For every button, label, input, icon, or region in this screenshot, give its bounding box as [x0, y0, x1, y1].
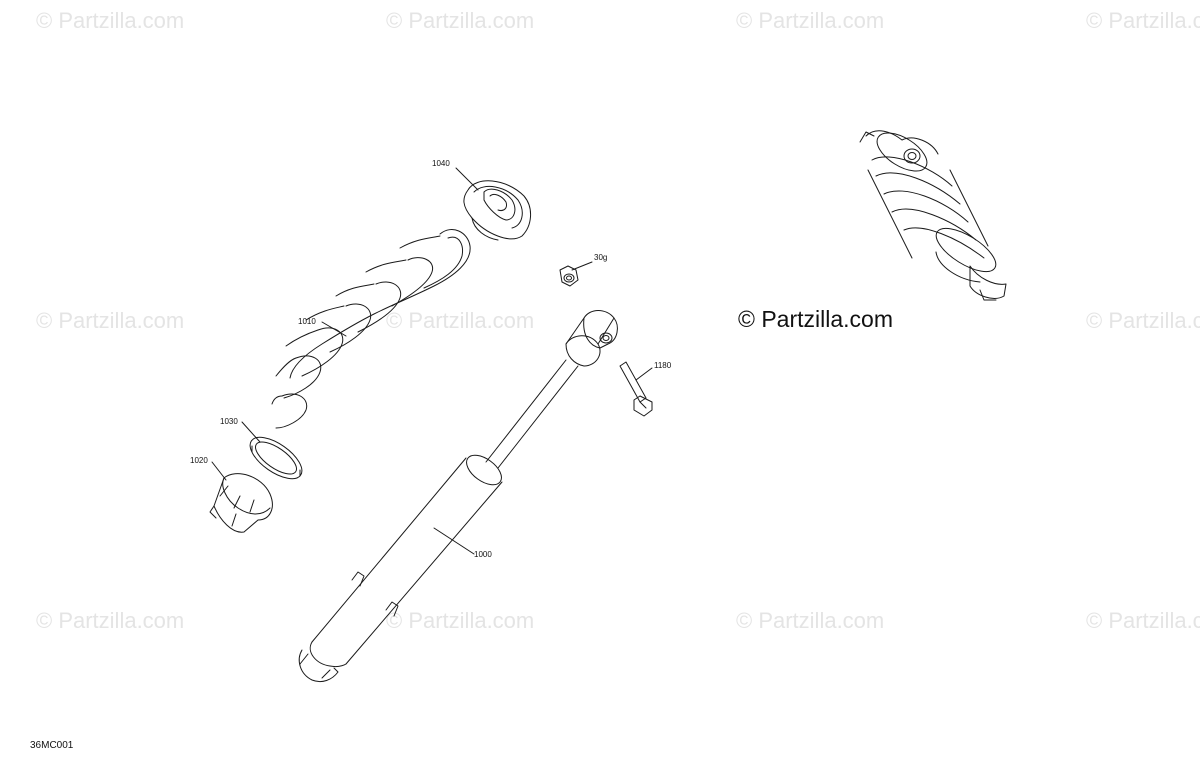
callout-1000: 1000	[474, 550, 492, 559]
spring-ring[interactable]	[243, 429, 308, 486]
callout-1180: 1180	[654, 361, 672, 370]
callout-1040: 1040	[432, 159, 450, 168]
leader-lines	[211, 167, 653, 555]
diagram-code: 36MC001	[30, 740, 74, 751]
partzilla-watermark: © Partzilla.com	[738, 306, 893, 332]
shock-absorber[interactable]	[298, 310, 618, 683]
callout-1020: 1020	[190, 456, 208, 465]
coil-spring[interactable]	[271, 229, 471, 429]
lock-nut[interactable]	[559, 265, 579, 287]
adjuster-collar[interactable]	[209, 473, 273, 533]
callout-1010: 1010	[298, 317, 316, 326]
callout-30g: 30g	[594, 253, 607, 262]
assembled-shock-thumbnail	[859, 130, 1007, 301]
spring-seat-upper[interactable]	[463, 180, 531, 241]
callout-1030: 1030	[220, 417, 238, 426]
shock-bolt[interactable]	[619, 361, 653, 417]
